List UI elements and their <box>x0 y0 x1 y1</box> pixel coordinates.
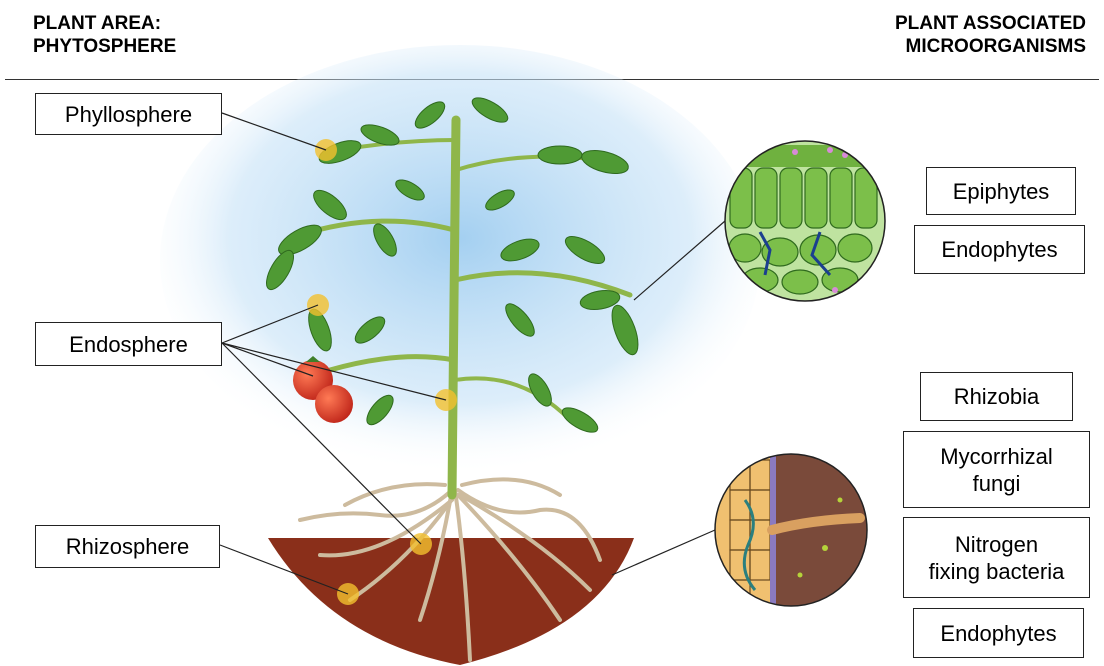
leaf-cross-section-inset <box>725 141 885 301</box>
label-epiphytes: Epiphytes <box>926 167 1076 215</box>
label-rhizosphere: Rhizosphere <box>35 525 220 568</box>
label-rhizobia: Rhizobia <box>920 372 1073 421</box>
label-leaf-endophytes: Endophytes <box>914 225 1085 274</box>
label-mycorrhizal-fungi: Mycorrhizal fungi <box>903 431 1090 508</box>
root-cross-section-inset <box>715 454 875 614</box>
label-root-endophytes: Endophytes <box>913 608 1084 658</box>
label-phyllosphere: Phyllosphere <box>35 93 222 135</box>
label-nitrogen-fixing-bacteria: Nitrogen fixing bacteria <box>903 517 1090 598</box>
label-endosphere: Endosphere <box>35 322 222 366</box>
sky-background <box>160 45 760 475</box>
